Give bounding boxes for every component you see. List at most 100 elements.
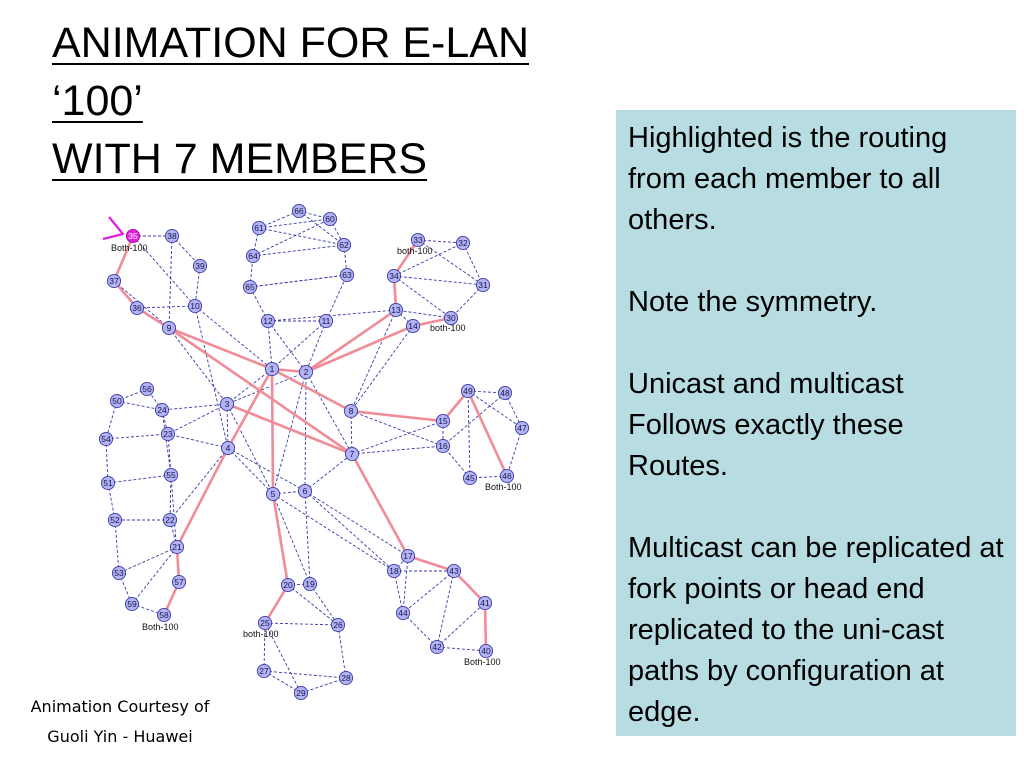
route-link	[263, 583, 290, 625]
node-label: 64	[248, 251, 258, 261]
node-label: 45	[465, 473, 475, 483]
network-link	[226, 368, 273, 405]
node-circle	[156, 607, 172, 623]
network-link	[258, 218, 331, 229]
node-label: 31	[478, 280, 488, 290]
network-node: 18	[386, 563, 402, 579]
network-link	[249, 274, 348, 288]
network-link	[337, 624, 347, 679]
network-link	[167, 403, 228, 435]
node-circle	[462, 470, 478, 486]
node-label: 28	[341, 673, 351, 683]
node-label: 6	[303, 486, 308, 496]
network-link	[263, 670, 347, 679]
network-link	[114, 519, 120, 574]
node-label: 61	[254, 223, 264, 233]
network-node: 34	[386, 268, 402, 284]
node-label: 12	[263, 316, 273, 326]
member-label: both-100	[397, 246, 433, 256]
node-label: 41	[480, 598, 490, 608]
node-circle	[163, 467, 179, 483]
network-link	[304, 490, 409, 557]
network-node: 53	[111, 565, 127, 581]
route-link	[271, 492, 290, 587]
network-node: 58	[156, 607, 172, 623]
member-label: Both-100	[485, 482, 522, 492]
node-circle	[245, 248, 261, 264]
node-label: 55	[166, 470, 176, 480]
node-label: 21	[172, 542, 182, 552]
network-node: 4	[220, 440, 236, 456]
node-circle	[497, 385, 513, 401]
node-circle	[336, 237, 352, 253]
network-link	[309, 583, 339, 626]
network-link	[252, 218, 331, 257]
network-node: 32	[455, 235, 471, 251]
node-circle	[242, 279, 258, 295]
node-circle	[219, 396, 235, 412]
network-node: 27	[256, 663, 272, 679]
node-circle	[298, 364, 314, 380]
node-label: 37	[109, 276, 119, 286]
node-circle	[302, 576, 318, 592]
node-label: 27	[259, 666, 269, 676]
network-node: 47	[514, 420, 530, 436]
node-label: 48	[500, 388, 510, 398]
node-label: 46	[502, 471, 512, 481]
network-node: 24	[154, 402, 170, 418]
network-node: 19	[302, 576, 318, 592]
node-circle	[98, 431, 114, 447]
network-link	[304, 490, 311, 585]
node-circle	[410, 232, 426, 248]
network-link	[395, 309, 452, 319]
network-link	[506, 427, 523, 477]
node-label: 32	[458, 238, 468, 248]
node-label: 39	[195, 261, 205, 271]
network-node: 64	[245, 248, 261, 264]
route-link	[483, 601, 488, 653]
network-node: 6	[297, 483, 313, 499]
network-link	[305, 320, 327, 373]
node-label: 18	[389, 566, 399, 576]
network-node: 51	[100, 475, 116, 491]
node-label: 57	[174, 577, 184, 587]
network-node: 5	[265, 486, 281, 502]
node-circle	[139, 381, 155, 397]
node-label: 19	[305, 579, 315, 589]
network-node: 13	[388, 302, 404, 318]
node-circle	[257, 615, 273, 631]
network-link	[287, 584, 339, 626]
node-circle	[111, 565, 127, 581]
network-node: 9	[161, 320, 177, 336]
network-node: 23	[160, 426, 176, 442]
pointer-layer	[102, 216, 125, 241]
member-label: Both-100	[111, 243, 148, 253]
network-link	[436, 602, 486, 648]
network-link	[298, 210, 345, 246]
link-layer	[105, 210, 523, 694]
node-label: 26	[333, 620, 343, 630]
network-link	[304, 490, 395, 572]
network-link	[351, 420, 444, 455]
title-line-1: ANIMATION FOR E-LAN ‘100’	[52, 19, 530, 125]
node-circle	[160, 426, 176, 442]
route-link	[167, 326, 354, 456]
network-link	[264, 622, 302, 694]
network-link	[304, 453, 353, 492]
member-label: Both-100	[464, 657, 501, 667]
node-circle	[169, 539, 185, 555]
network-link	[402, 570, 455, 614]
network-link	[287, 583, 311, 586]
node-circle	[499, 468, 515, 484]
route-link	[112, 234, 135, 283]
network-link	[417, 239, 484, 286]
network-link	[167, 433, 229, 449]
network-node: 28	[338, 670, 354, 686]
route-link	[167, 326, 274, 371]
network-link	[300, 677, 347, 694]
network-node: 38	[164, 228, 180, 244]
network-node: 39	[192, 258, 208, 274]
network-node: 54	[98, 431, 114, 447]
network-link	[263, 670, 302, 694]
network-link	[436, 570, 455, 648]
